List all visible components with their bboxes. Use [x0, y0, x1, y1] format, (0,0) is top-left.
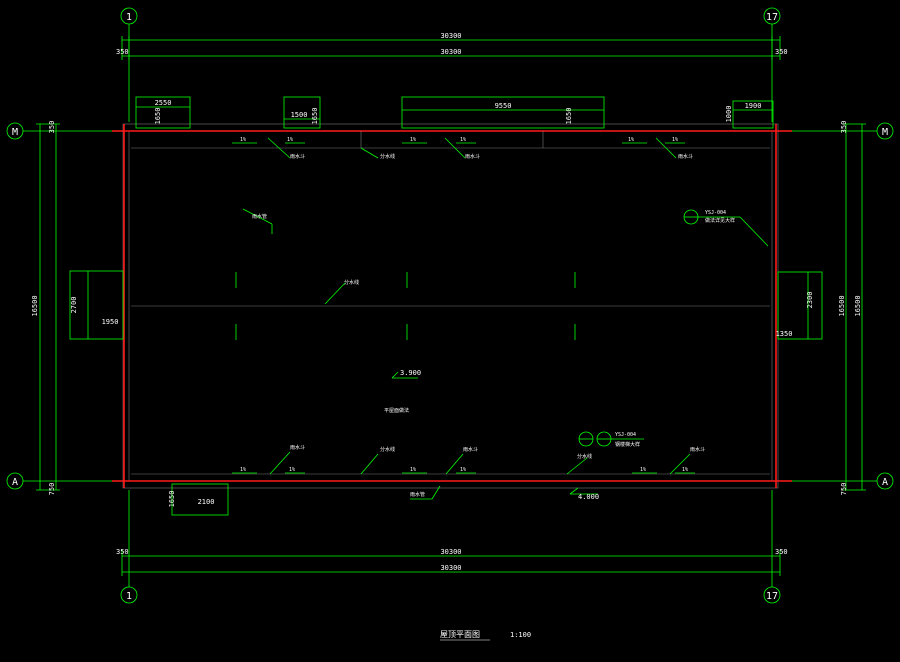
- dim-top-box-2: 1500: [291, 111, 308, 119]
- slope-bottom-4: 1%: [460, 467, 466, 473]
- ref-top-desc: 做法详见大样: [705, 217, 735, 224]
- elevation-bottom: 4.000: [578, 493, 599, 501]
- label-downpipe-top-2: 雨水斗: [465, 153, 480, 160]
- bottom-gutter-segments: [131, 451, 770, 500]
- ref-bottom-desc: 钢楼梯大样: [615, 441, 640, 448]
- svg-text:A: A: [882, 477, 888, 488]
- dim-left-bottom-offset: 750: [48, 483, 56, 496]
- left-side-box: [69, 270, 124, 340]
- right-side-box: [777, 271, 823, 340]
- slope-bottom-5: 1%: [640, 467, 646, 473]
- top-gutter-segments: [131, 131, 770, 234]
- roof-outline: [122, 123, 779, 489]
- svg-text:1: 1: [126, 12, 132, 23]
- ref-top-code: YSJ-004: [705, 210, 726, 216]
- dim-right-top-offset: 350: [840, 121, 848, 134]
- bottom-parapet-box: [171, 483, 229, 516]
- axis-bubble-m-left: M: [6, 122, 24, 140]
- axis-bubble-1-top: 1: [120, 7, 138, 25]
- svg-text:1: 1: [126, 591, 132, 602]
- dim-top-overall: 30300: [440, 32, 461, 40]
- dim-left-top-offset: 350: [48, 121, 56, 134]
- dim-left-side-h: 2700: [70, 297, 78, 314]
- axis-bubble-a-left: A: [6, 472, 24, 490]
- dim-top-left-offset: 350: [116, 48, 129, 56]
- slope-top-3: 1%: [410, 137, 416, 143]
- svg-text:M: M: [882, 127, 888, 138]
- axis-bubble-m-right: M: [876, 122, 894, 140]
- axis-bubble-1-bottom: 1: [120, 586, 138, 604]
- ref-bottom-code: YSJ-004: [615, 432, 636, 438]
- label-gutter-center: 分水线: [344, 279, 359, 286]
- slope-bottom-1: 1%: [240, 467, 246, 473]
- dim-top-box-1: 2550: [155, 99, 172, 107]
- svg-text:17: 17: [766, 591, 778, 602]
- slope-bottom-3: 1%: [410, 467, 416, 473]
- dim-bottom-right-offset: 350: [775, 548, 788, 556]
- top-parapet-boxes: [135, 96, 774, 129]
- axis-bubble-a-right: A: [876, 472, 894, 490]
- dim-top-right-offset: 350: [775, 48, 788, 56]
- dim-top-box-3: 9550: [495, 102, 512, 110]
- ref-callout-bottom: [578, 431, 644, 447]
- label-gutter-top-1: 分水线: [380, 153, 395, 160]
- slope-top-2: 1%: [287, 137, 293, 143]
- label-downpipe-top-1: 雨水斗: [290, 153, 305, 160]
- center-slope-arrows: [235, 272, 576, 379]
- ref-callout-top: [683, 209, 769, 247]
- side-dimension-chains: [36, 123, 866, 491]
- axis-bubble-17-bottom: 17: [763, 586, 781, 604]
- slope-top-6: 1%: [672, 137, 678, 143]
- dim-left-height: 16500: [31, 295, 39, 316]
- drawing-title: 屋顶平面图: [440, 630, 480, 639]
- axis-leader-lines: [23, 24, 877, 587]
- label-downpipe-bottom-1: 雨水斗: [290, 444, 305, 451]
- elevation-center: 3.900: [400, 369, 421, 377]
- label-gutter-bottom-1: 分水线: [380, 446, 395, 453]
- dim-bottom-left-offset: 350: [116, 548, 129, 556]
- dim-right-side-w: 1350: [776, 330, 793, 338]
- label-outlet-bottom: 雨水管: [410, 491, 425, 498]
- label-outlet-top: 雨水管: [252, 213, 267, 220]
- label-downpipe-bottom-2: 雨水斗: [463, 446, 478, 453]
- dim-bottom-inner: 30300: [440, 564, 461, 572]
- bottom-dimension-chain: [121, 550, 781, 576]
- dim-bottom-box-d: 1650: [168, 491, 176, 508]
- slope-top-1: 1%: [240, 137, 246, 143]
- drawing-scale: 1:100: [510, 631, 531, 639]
- parapet-walls: [112, 124, 792, 488]
- dim-top-box-4: 1900: [745, 102, 762, 110]
- svg-text:A: A: [12, 477, 18, 488]
- dim-bottom-overall: 30300: [440, 548, 461, 556]
- label-gutter-bottom-2: 分水线: [577, 453, 592, 460]
- dim-top-box-depth-4: 1000: [725, 106, 733, 123]
- dim-top-box-depth-1: 1650: [154, 108, 162, 125]
- label-downpipe-top-3: 雨水斗: [678, 153, 693, 160]
- slope-top-5: 1%: [628, 137, 634, 143]
- slope-bottom-2: 1%: [289, 467, 295, 473]
- slope-bottom-6: 1%: [682, 467, 688, 473]
- dim-top-box-depth-2: 1650: [311, 108, 319, 125]
- top-dimension-chain: [121, 36, 781, 60]
- dim-left-side-w: 1950: [102, 318, 119, 326]
- dim-top-box-depth-3: 1650: [565, 108, 573, 125]
- dim-right-side-h: 2300: [806, 292, 814, 309]
- dim-top-inner: 30300: [440, 48, 461, 56]
- dim-right-height: 16500: [854, 295, 862, 316]
- dim-right-height-2: 16500: [838, 295, 846, 316]
- label-downpipe-bottom-3: 雨水斗: [690, 446, 705, 453]
- dim-bottom-box-w: 2100: [198, 498, 215, 506]
- axis-bubble-17-top: 17: [763, 7, 781, 25]
- label-roof-center: 平屋面做法: [384, 407, 409, 414]
- dim-right-bottom-offset: 750: [840, 483, 848, 496]
- slope-top-4: 1%: [460, 137, 466, 143]
- svg-text:M: M: [12, 127, 18, 138]
- svg-text:17: 17: [766, 12, 778, 23]
